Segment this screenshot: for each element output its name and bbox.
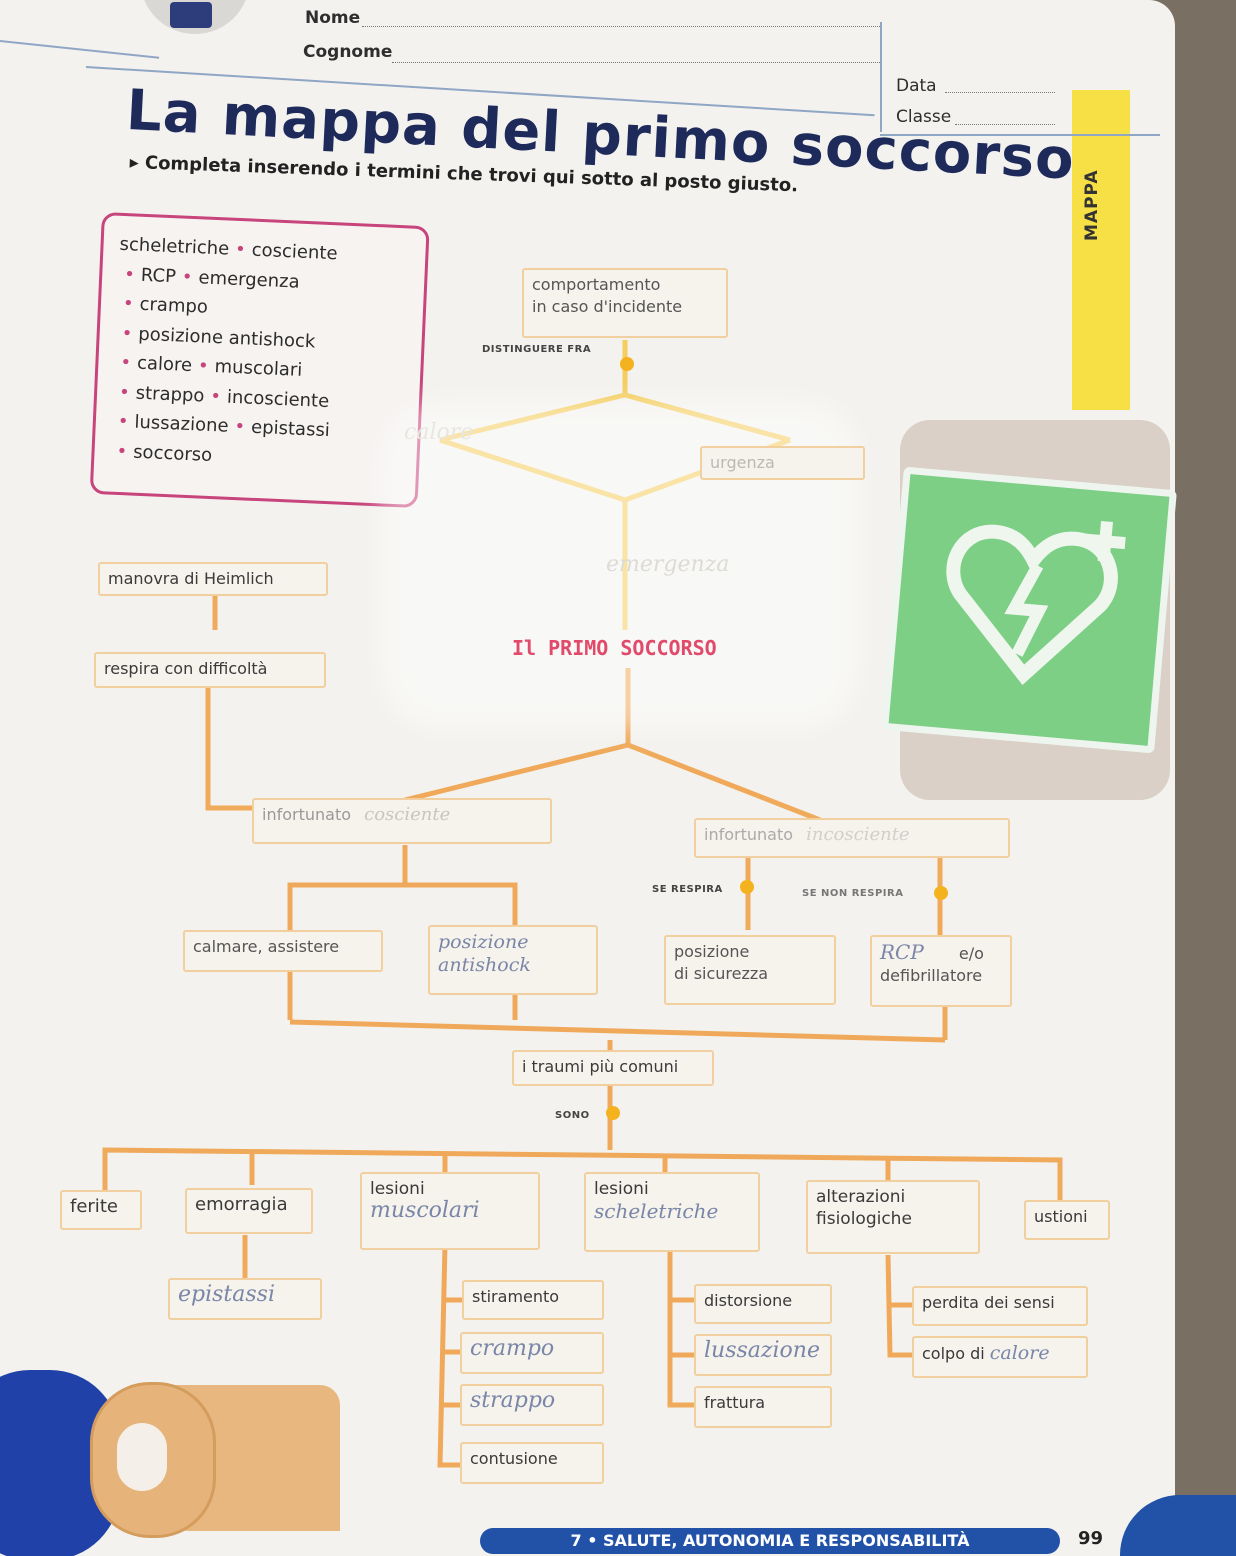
classe-line[interactable] <box>955 124 1055 125</box>
header-divider <box>880 22 882 132</box>
box-frattura: frattura <box>694 1386 832 1428</box>
box-lesioni-muscolari: lesioni muscolari <box>360 1172 540 1250</box>
center-title: Il PRIMO SOCCORSO <box>512 636 717 660</box>
box-answer-strappo[interactable]: strappo <box>460 1384 604 1426</box>
aed-sign <box>881 466 1177 754</box>
header-rule-right <box>880 134 1160 136</box>
handwritten-calore: calore <box>989 1342 1050 1364</box>
handwritten-epistassi: epistassi <box>178 1282 276 1307</box>
cognome-line[interactable] <box>392 62 882 63</box>
box-contusione: contusione <box>460 1442 604 1484</box>
box-posizione-sicurezza: posizione di sicurezza <box>664 935 836 1005</box>
box-calmare: calmare, assistere <box>183 930 383 972</box>
box-answer-posizione[interactable]: posizione antishock <box>428 925 598 995</box>
box-ustioni: ustioni <box>1024 1200 1110 1240</box>
box-answer-crampo[interactable]: crampo <box>460 1332 604 1374</box>
colpo-label: colpo di <box>922 1344 985 1363</box>
box-stiramento: stiramento <box>462 1280 604 1320</box>
side-tab <box>1072 90 1130 410</box>
connector-dot <box>934 886 948 900</box>
classe-label: Classe <box>896 107 952 127</box>
box-emorragia: emorragia <box>185 1188 313 1234</box>
lesioni-label-1: lesioni <box>370 1179 425 1199</box>
handwritten-emergenza: emergenza <box>606 552 730 577</box>
box-infortunato-2: infortunato incosciente <box>694 818 1010 858</box>
box-distorsione: distorsione <box>694 1284 832 1324</box>
box-perdita-sensi: perdita dei sensi <box>912 1286 1088 1326</box>
box-urgenza: urgenza <box>700 446 865 480</box>
bandage-roll-icon <box>90 1382 216 1538</box>
handwritten-crampo: crampo <box>470 1336 555 1361</box>
handwritten-scheletriche: scheletriche <box>594 1199 719 1223</box>
bandage-roll-core <box>117 1423 167 1491</box>
infortunato-label-2: infortunato <box>704 825 794 844</box>
data-line[interactable] <box>945 92 1055 93</box>
handwritten-calore: calore <box>404 420 474 445</box>
box-traumi: i traumi più comuni <box>512 1050 714 1086</box>
handwritten-lussazione: lussazione <box>704 1338 820 1363</box>
box-respira: respira con difficoltà <box>94 652 326 688</box>
box-lesioni-scheletriche: lesioni scheletriche <box>584 1172 760 1252</box>
label-defibrillatore: defibrillatore <box>880 966 983 985</box>
box-answer-epistassi[interactable]: epistassi <box>168 1278 322 1320</box>
handwritten-posizione-antishock: posizione antishock <box>438 931 531 976</box>
chapter-footer: 7 • SALUTE, AUTONOMIA E RESPONSABILITÀ <box>480 1528 1060 1554</box>
box-comportamento: comportamento in caso d'incidente <box>522 268 728 338</box>
handwritten-strappo: strappo <box>470 1388 556 1413</box>
label-sono: SONO <box>555 1110 590 1121</box>
label-se-respira: SE RESPIRA <box>652 884 723 895</box>
box-rcp: RCP e/o defibrillatore <box>870 935 1012 1007</box>
box-alterazioni: alterazioni fisiologiche <box>806 1180 980 1254</box>
lesioni-label-2: lesioni <box>594 1179 649 1199</box>
connector-dot <box>740 880 754 894</box>
handwritten-incosciente: incosciente <box>806 824 910 845</box>
label-distinguere: DISTINGUERE FRA <box>482 344 592 355</box>
data-label: Data <box>896 76 937 96</box>
box-colpo-di-calore: colpo di calore <box>912 1336 1088 1378</box>
defibrillator-heart-icon <box>946 520 1126 685</box>
box-infortunato-1: infortunato cosciente <box>252 798 552 844</box>
box-ferite: ferite <box>60 1190 142 1230</box>
handwritten-muscolari: muscolari <box>370 1198 480 1223</box>
label-se-non-respira: SE NON RESPIRA <box>802 888 904 899</box>
pencil-icon <box>170 2 212 28</box>
nome-label: Nome <box>305 8 361 28</box>
page-number: 99 <box>1078 1528 1104 1549</box>
infortunato-label-1: infortunato <box>262 805 352 824</box>
box-manovra: manovra di Heimlich <box>98 562 328 596</box>
handwritten-cosciente: cosciente <box>364 804 451 825</box>
handwritten-rcp: RCP <box>880 940 924 964</box>
nome-line[interactable] <box>362 26 882 27</box>
connector-dot <box>620 357 634 371</box>
cognome-label: Cognome <box>303 42 393 62</box>
connector-dot <box>606 1106 620 1120</box>
label-eo: e/o <box>958 944 984 963</box>
box-answer-lussazione[interactable]: lussazione <box>694 1334 832 1376</box>
